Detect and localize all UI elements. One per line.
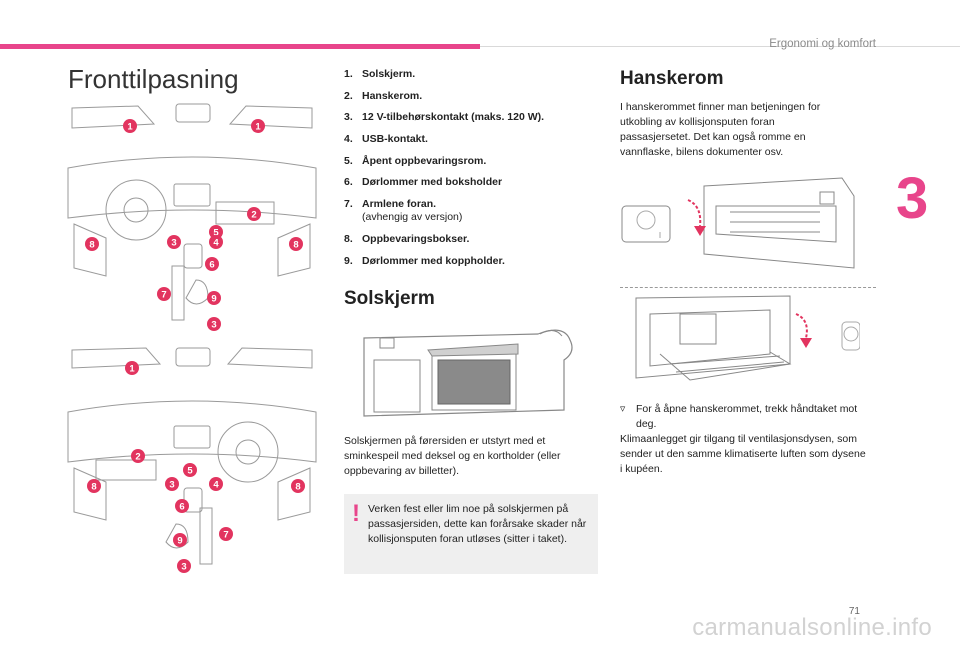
part-label: Dørlommer med koppholder. — [362, 254, 505, 267]
dashboard-diagram-lhd: 1 1 2 5 3 4 8 8 6 7 9 3 — [66, 98, 318, 334]
callout-badge — [125, 361, 139, 375]
part-number: 8. — [344, 233, 353, 246]
page-number: 71 — [848, 606, 860, 617]
parts-list: 1. Solskjerm. 2. Hanskerom. 3. 12 V-tilbehørs… — [344, 68, 594, 276]
parts-list-item: 3. 12 V-tilbehørskontakt (maks. 120 W). — [344, 111, 594, 125]
callout-badge — [207, 291, 221, 305]
glovebox-open-instruction: ▿ For å åpne hanskerommet, trekk håndtak… — [620, 402, 870, 432]
callout-number: 1 — [127, 122, 133, 133]
parts-list-item: 2. Hanskerom. — [344, 90, 594, 104]
callout-badge — [209, 235, 223, 249]
part-number: 6. — [344, 176, 353, 189]
callout-badge — [165, 477, 179, 491]
parts-list-item: 7. Armlene foran.(avhengig av versjon) — [344, 198, 594, 225]
callout-badge — [247, 207, 261, 221]
callout-badge — [131, 449, 145, 463]
part-label: Oppbevaringsbokser. — [362, 233, 470, 246]
part-number: 7. — [344, 197, 353, 210]
part-number: 2. — [344, 89, 353, 102]
callout-badge — [207, 317, 221, 331]
chapter-number: 3 — [896, 166, 929, 231]
callout-number: 7 — [223, 530, 228, 541]
callout-badge — [173, 533, 187, 547]
callout-number: 5 — [187, 466, 193, 477]
warning-icon: ! — [352, 500, 360, 527]
part-number: 3. — [344, 111, 353, 124]
callout-badge — [123, 119, 137, 133]
header-rule — [480, 46, 960, 47]
parts-list-item: 1. Solskjerm. — [344, 68, 594, 82]
callout-badge — [219, 527, 233, 541]
callout-number: 3 — [171, 238, 176, 249]
glovebox-closed-illustration — [621, 177, 855, 269]
callout-badge — [175, 499, 189, 513]
glovebox-open-illustration — [635, 295, 860, 381]
callout-number: 9 — [177, 536, 182, 547]
callout-badge — [205, 257, 219, 271]
callout-number: 8 — [293, 240, 298, 251]
parts-list-item: 8. Oppbevaringsbokser. — [344, 233, 594, 247]
glovebox-text: I hanskerommet finner man betjeningen fo… — [620, 101, 821, 158]
callout-number: 4 — [213, 480, 219, 491]
warning-box: ! Verken fest eller lim noe på solskjerm… — [344, 494, 598, 574]
callout-badge — [209, 225, 223, 239]
callout-number: 8 — [91, 482, 96, 493]
part-number: 1. — [344, 68, 353, 80]
callout-badge — [251, 119, 265, 133]
callout-number: 2 — [135, 452, 140, 463]
callout-number: 2 — [251, 210, 256, 221]
climate-text: Klimaanlegget gir tilgang til ventilasjo… — [620, 433, 866, 475]
callout-number: 9 — [211, 294, 216, 305]
part-label: 12 V-tilbehørskontakt (maks. 120 W). — [362, 111, 545, 124]
accent-bar — [0, 44, 480, 49]
part-number: 4. — [344, 132, 353, 145]
parts-list-item: 9. Dørlommer med koppholder. — [344, 255, 594, 269]
callout-number: 7 — [161, 290, 166, 301]
page-title: Fronttilpasning — [68, 64, 239, 94]
parts-list-item: 6. Dørlommer med boksholder — [344, 176, 594, 190]
callout-number: 3 — [169, 480, 174, 491]
glovebox-open-text: For å åpne hanskerommet, trekk håndtaket… — [636, 403, 858, 430]
callout-badge — [289, 237, 303, 251]
sun-visor-illustration — [363, 329, 573, 417]
callout-badge — [85, 237, 99, 251]
callout-number: 8 — [89, 240, 94, 251]
callout-number: 6 — [209, 260, 214, 271]
callout-number: 8 — [295, 482, 300, 493]
part-label: Hanskerom. — [362, 89, 423, 102]
part-label: Solskjerm. — [362, 68, 416, 80]
callout-number: 5 — [213, 228, 219, 239]
parts-list-item: 5. Åpent oppbevaringsrom. — [344, 155, 594, 169]
callout-badge — [87, 479, 101, 493]
part-label: Åpent oppbevaringsrom. — [362, 154, 487, 167]
part-note: (avhengig av versjon) — [362, 211, 463, 224]
callout-number: 1 — [129, 364, 135, 375]
callout-number: 3 — [181, 562, 186, 573]
callout-number: 6 — [179, 502, 184, 513]
callout-badge — [167, 235, 181, 249]
parts-list-item: 4. USB-kontakt. — [344, 133, 594, 147]
dashboard-diagram-rhd: 1 2 5 3 4 8 8 6 7 9 3 — [66, 340, 318, 578]
callout-number: 1 — [255, 122, 261, 133]
callout-badge — [157, 287, 171, 301]
sun-visor-title: Solskjerm — [344, 288, 435, 309]
glovebox-title: Hanskerom — [620, 68, 724, 89]
part-label: Armlene foran. — [362, 197, 437, 210]
chapter-title: Ergonomi og komfort — [769, 38, 876, 50]
part-number: 9. — [344, 254, 353, 267]
warning-text: Verken fest eller lim noe på solskjermen… — [368, 503, 587, 545]
callout-number: 4 — [213, 238, 219, 249]
part-label: USB-kontakt. — [362, 132, 428, 145]
callout-badge — [183, 463, 197, 477]
bullet-triangle-icon: ▿ — [620, 403, 626, 415]
watermark: carmanualsonline.info — [692, 614, 932, 641]
sun-visor-text: Solskjermen på førersiden er utstyrt med… — [344, 435, 561, 477]
part-number: 5. — [344, 154, 353, 167]
callout-badge — [291, 479, 305, 493]
figure-divider — [620, 287, 876, 288]
callout-badge — [177, 559, 191, 573]
callout-badge — [209, 477, 223, 491]
callout-number: 3 — [211, 320, 216, 331]
part-label: Dørlommer med boksholder — [362, 176, 503, 189]
